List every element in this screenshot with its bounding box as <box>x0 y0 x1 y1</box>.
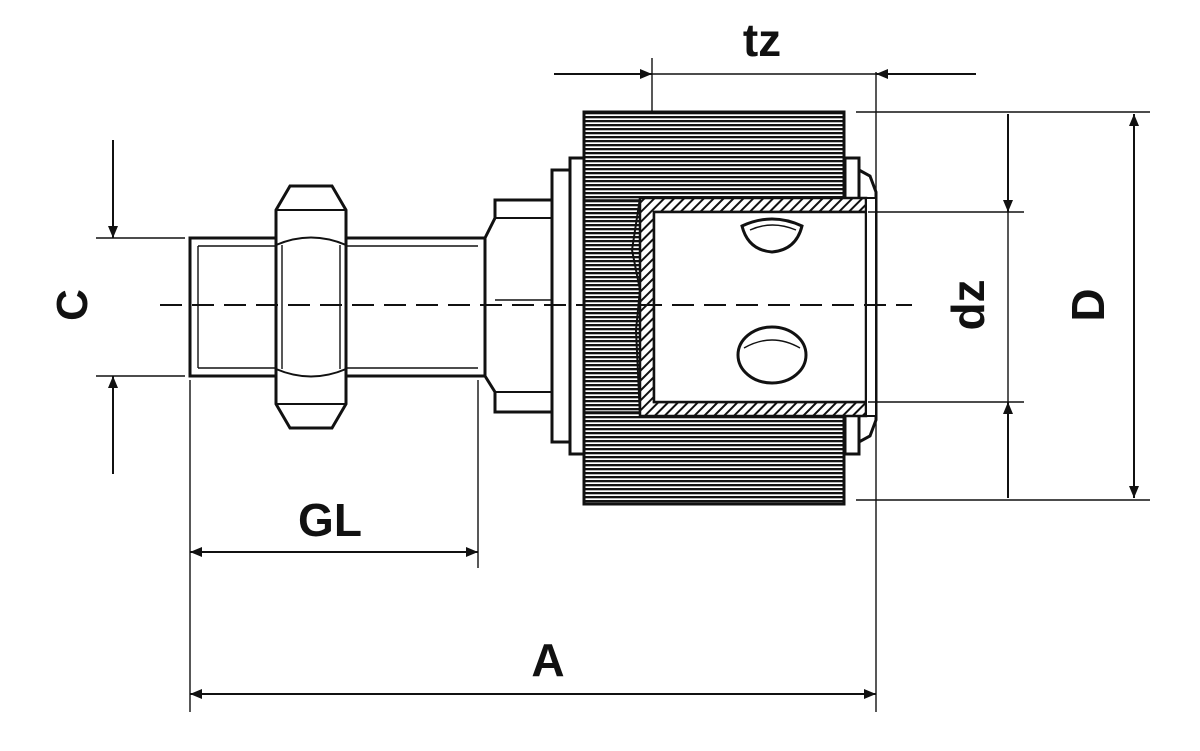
dimension-tz: tz <box>554 14 976 112</box>
label-tz: tz <box>743 14 781 66</box>
label-dz: dz <box>942 279 994 330</box>
hex-nut <box>274 184 348 430</box>
fitting-body <box>160 110 912 506</box>
dimension-d: D <box>856 111 1150 501</box>
label-gl: GL <box>298 494 362 546</box>
dimension-dz: dz <box>868 114 1024 498</box>
label-a: A <box>531 634 564 686</box>
label-d: D <box>1062 288 1114 321</box>
inspection-holes <box>736 217 808 385</box>
dimension-c: C <box>48 140 185 474</box>
dimension-gl: GL <box>189 380 479 712</box>
dimension-a: A <box>190 72 877 712</box>
label-c: C <box>48 289 97 321</box>
